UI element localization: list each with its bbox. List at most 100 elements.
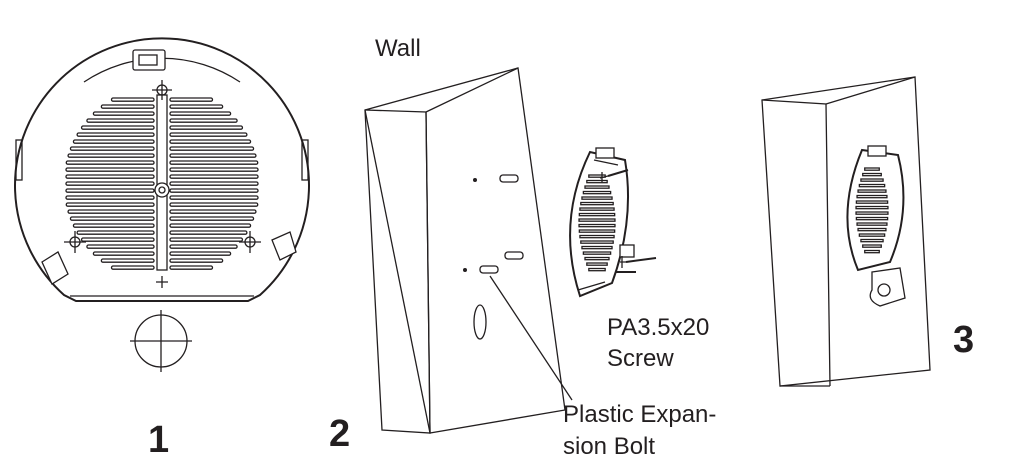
vent-slot [65,195,155,200]
vent-slot [65,202,155,207]
vent-slot [578,229,616,233]
side-top-tab [595,147,615,159]
right-edge-tab [301,139,309,181]
vent-slot [856,222,888,226]
vent-slot [110,265,155,270]
vent-slot [580,240,614,244]
bolt-label-line2: sion Bolt [563,433,655,460]
bottom-left-hook [41,251,69,285]
mounted-bracket [846,148,905,272]
vent-slot [65,188,155,193]
vent-slot [582,190,612,195]
bracket-outline [14,37,310,302]
vent-slot [110,97,155,102]
vent-slot [169,139,252,144]
vent-slot [586,262,608,266]
expansion-bolt [479,174,524,274]
vent-slot [86,244,155,249]
vent-slot [76,132,155,137]
vent-slot [169,265,214,270]
vent-slot [65,160,155,165]
vent-slot [169,153,257,158]
vent-slot [581,196,613,200]
vent-slot [860,238,884,243]
step-number-2: 2 [329,413,350,455]
vent-slot [67,153,155,158]
vent-slot [65,167,155,172]
vent-slot [858,183,886,188]
vent-slot [76,230,155,235]
vent-slot [584,185,610,189]
wall-block [364,67,573,434]
vent-slot [169,167,259,172]
step-number-1: 1 [148,419,169,461]
vent-slot [864,167,880,171]
vent-slot [858,233,886,237]
vent-slot [169,181,259,186]
vent-slot [169,125,244,130]
vent-slot [862,244,882,248]
wall-label: Wall [375,35,421,62]
top-hook-slot [138,54,158,66]
vent-slot [169,97,214,102]
left-edge-tab [15,139,23,181]
vent-slot [169,160,259,165]
vent-slot [169,209,257,214]
vent-slot [169,104,224,109]
vent-slot [855,205,889,210]
vent-slot [578,212,616,217]
vent-slot [581,245,613,250]
center-hole [154,182,170,198]
wall-side-face [364,109,431,434]
vent-slot [169,244,238,249]
vent-slot [72,139,155,144]
vent-slot [855,211,889,215]
vent-slot [169,258,224,263]
vent-slot [92,111,155,116]
vent-slot [169,202,259,207]
vent-slot [92,251,155,256]
vent-slot [584,256,610,261]
top-hook-tab [132,49,166,71]
vent-slot [169,111,232,116]
vent-slot [80,125,155,130]
mounted-clip [869,267,906,307]
vent-slot [169,132,248,137]
vent-slot [578,218,616,222]
vent-slot [586,179,608,184]
vent-slot [862,172,882,177]
wall-cable-hole [473,304,487,340]
vent-slot [588,267,606,272]
vent-slot [579,234,615,239]
vent-slot [69,216,155,221]
bottom-right-hook [271,231,297,261]
side-bottom-tab [619,244,635,258]
bracket-side-view [569,147,657,298]
bracket-front-view [14,37,310,372]
vent-slot [864,249,880,254]
vent-slot [65,174,155,179]
vent-slot [580,201,614,206]
vent-slot [857,189,887,193]
vent-slot [855,200,889,204]
screw-crosshairs [64,80,261,253]
bottom-mark [156,276,168,288]
vent-slot [169,174,259,179]
vent-slot [86,118,155,123]
vent-slot [169,223,252,228]
cable-hole-crosshair [130,310,192,372]
vent-slot [80,237,155,242]
vent-slot [69,146,155,151]
vent-slot [67,209,155,214]
vent-slot [169,188,259,193]
screw-label-line1: PA3.5x20 [607,314,709,341]
bolt-leader-line [489,275,573,401]
vent-slot [169,216,255,221]
vent-slot [72,223,155,228]
vent-slot [857,227,887,232]
bolt-label-line1: Plastic Expan- [563,401,716,428]
vent-slot [856,194,888,199]
vent-slot [860,178,884,182]
vent-slot [169,230,248,235]
